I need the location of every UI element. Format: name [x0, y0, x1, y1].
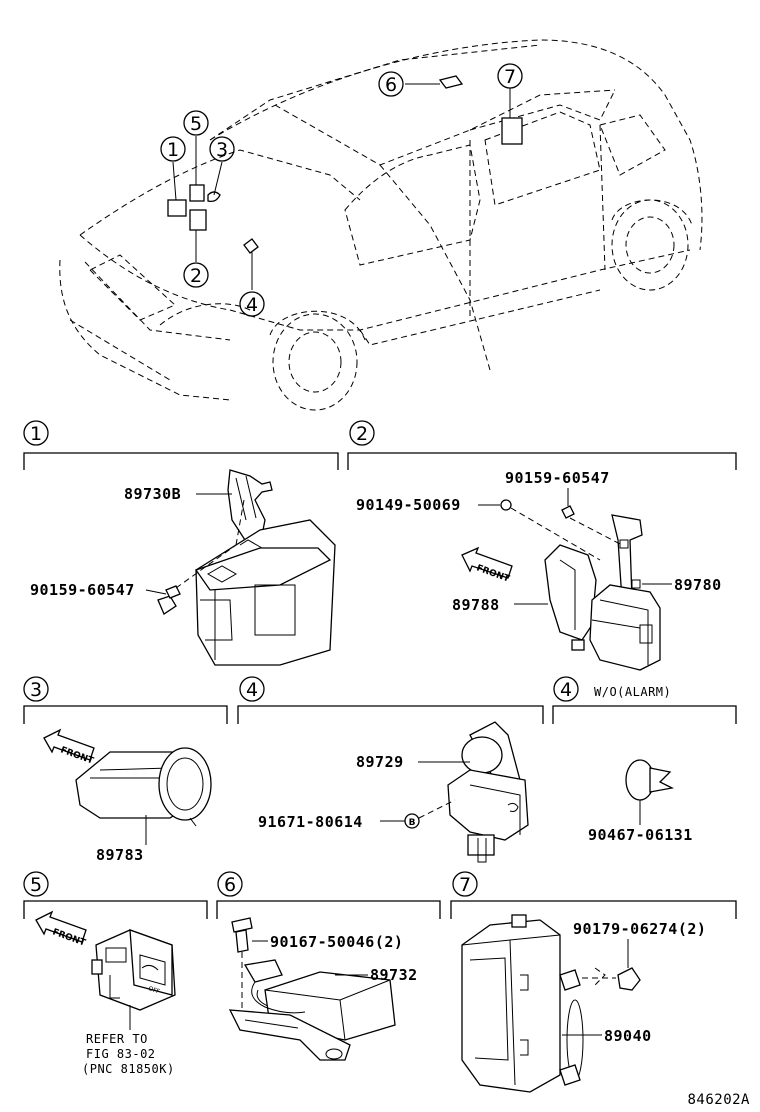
part-location-4: [243, 238, 259, 254]
label-90159-60547-a: 90159-60547: [30, 581, 135, 599]
section-7: 7 90179-06274(2) 89040: [450, 871, 737, 1093]
section-2-number: 2: [356, 423, 368, 445]
section-4b-note: W/O(ALARM): [594, 685, 671, 699]
car-overview: [59, 39, 703, 411]
label-89040: 89040: [604, 1027, 652, 1045]
callout-6: 6: [385, 74, 397, 96]
part-location-6: [438, 75, 464, 89]
section-2: 2 FRONT 90159-60547 90149-50069 89780 89…: [347, 420, 737, 671]
section-3-number: 3: [30, 679, 42, 701]
section-1: 1 89730B 90159-60547: [23, 420, 339, 666]
part-location-5: [189, 184, 205, 202]
svg-text:OFF: OFF: [147, 985, 161, 995]
section-4a: 4 B 89729 91671-80614: [237, 676, 544, 863]
refer-line-2: FIG 83-02: [86, 1047, 156, 1061]
callout-4: 4: [246, 294, 258, 316]
label-91671-80614: 91671-80614: [258, 813, 363, 831]
section-4b: 4 W/O(ALARM) 90467-06131: [552, 676, 737, 844]
label-89732: 89732: [370, 966, 418, 984]
refer-line-1: REFER TO: [86, 1032, 148, 1046]
car-callouts: 1 5 3 2 4 6 7: [160, 63, 523, 317]
label-89783: 89783: [96, 846, 144, 864]
callout-7: 7: [504, 66, 516, 88]
label-89780: 89780: [674, 576, 722, 594]
refer-line-3: (PNC 81850K): [82, 1062, 175, 1076]
label-90467-06131: 90467-06131: [588, 826, 693, 844]
label-89730B: 89730B: [124, 485, 181, 503]
callout-2: 2: [190, 265, 202, 287]
part-location-7: [501, 117, 523, 145]
label-89729: 89729: [356, 753, 404, 771]
callout-3: 3: [216, 139, 228, 161]
label-89788: 89788: [452, 596, 500, 614]
label-90167-50046: 90167-50046(2): [270, 933, 403, 951]
label-90159-60547-b: 90159-60547: [505, 469, 610, 487]
part-location-3: [207, 191, 221, 203]
section-1-number: 1: [30, 423, 42, 445]
callout-5: 5: [190, 113, 202, 135]
part-location-2: [189, 209, 207, 231]
section-4a-number: 4: [246, 679, 258, 701]
washer-mark: B: [409, 818, 416, 828]
part-location-1: [167, 199, 187, 217]
section-6: 6 90167-50046(2) 89732: [216, 871, 441, 1061]
label-90149-50069: 90149-50069: [356, 496, 461, 514]
callout-1: 1: [167, 139, 179, 161]
label-90179-06274: 90179-06274(2): [573, 920, 706, 938]
section-6-number: 6: [224, 874, 236, 896]
figure-id: 846202A: [687, 1092, 750, 1108]
section-3: 3 FRONT 89783: [23, 676, 228, 864]
section-7-number: 7: [459, 874, 471, 896]
section-5-number: 5: [30, 874, 42, 896]
section-4b-number: 4: [560, 679, 572, 701]
section-5: 5 FRONT OFF REFER TO FIG 83-02 (PNC 8185…: [23, 871, 208, 1076]
